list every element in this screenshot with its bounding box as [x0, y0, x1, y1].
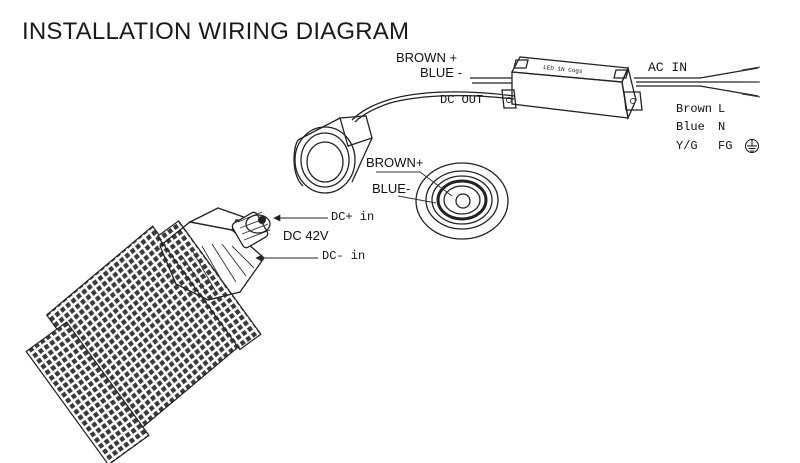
- socket-blue-label: BLUE-: [372, 181, 411, 196]
- lamp-socket-front: [415, 162, 509, 240]
- ac-in-label: AC IN: [648, 60, 688, 75]
- ac-input-leads: [634, 66, 761, 98]
- lamp-socket-side: [293, 115, 373, 194]
- dc-plus-label: DC+ in: [331, 210, 375, 224]
- socket-blue-leader: [397, 195, 437, 204]
- legend-terminal-l: L: [718, 102, 726, 116]
- legend-terminal-n: N: [718, 120, 726, 134]
- led-corn-lamp: [25, 207, 271, 463]
- legend-wire-yg: Y/G: [676, 139, 698, 153]
- mounting-tab-left: [501, 89, 517, 109]
- mounting-tab-right: [623, 91, 643, 111]
- ground-icon: [745, 139, 759, 153]
- dc-out-label: DC OUT: [440, 93, 484, 107]
- legend-wire-blue: Blue: [676, 120, 705, 134]
- driver-blue-label: BLUE -: [420, 65, 462, 80]
- dc-minus-label: DC- in: [322, 249, 366, 263]
- driver-box: [501, 56, 643, 121]
- socket-brown-leader: [376, 171, 453, 197]
- legend-terminal-fg: FG: [718, 139, 733, 153]
- mounting-tab-top: [513, 59, 629, 79]
- dc-voltage-label: DC 42V: [283, 228, 329, 243]
- dc-out-cable: [351, 91, 515, 121]
- dc-out-cable-2: [354, 94, 515, 123]
- socket-brown-label: BROWN+: [366, 155, 424, 170]
- legend-wire-brown: Brown: [676, 102, 713, 116]
- page-title: INSTALLATION WIRING DIAGRAM: [22, 18, 410, 45]
- driver-brown-label: BROWN +: [396, 50, 458, 65]
- lamp-screw-base: [231, 211, 271, 249]
